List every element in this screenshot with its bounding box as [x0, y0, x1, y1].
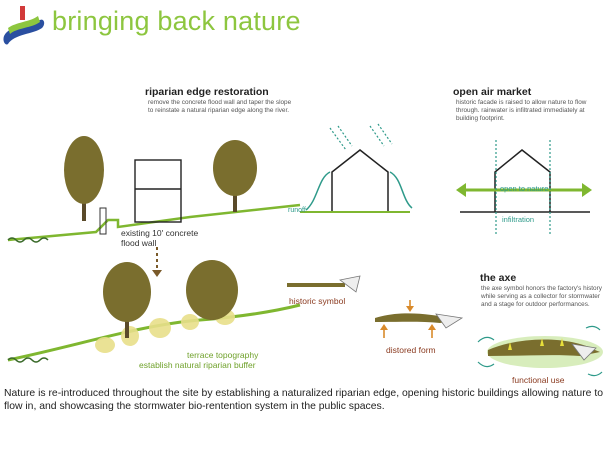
buffer-label-1: terrace topography — [187, 350, 259, 360]
infiltration-label: infiltration — [502, 215, 535, 224]
footer-description: Nature is re-introduced throughout the s… — [4, 388, 603, 412]
functional-axe-icon — [477, 325, 603, 377]
building-runoff-diagram — [300, 123, 413, 213]
historic-symbol-label: historic symbol — [289, 296, 346, 306]
tree-icon — [103, 262, 151, 338]
water-wave-icon — [7, 237, 49, 243]
distorted-form-label: distored form — [386, 345, 436, 355]
building-outline-icon — [134, 159, 182, 223]
open-market-diagram — [456, 140, 592, 236]
distorted-axe-icon — [375, 300, 464, 338]
axe-heading: the axe — [480, 272, 517, 284]
page-title: bringing back nature — [52, 6, 301, 36]
infiltration-icon — [495, 140, 551, 236]
riparian-before-scene — [7, 136, 301, 243]
market-description: historic facade is raised to allow natur… — [456, 99, 587, 122]
riparian-heading: riparian edge restoration — [145, 86, 269, 98]
plant-icon — [508, 338, 564, 350]
tree-icon — [64, 136, 104, 221]
building-outline-icon — [331, 149, 389, 212]
axe-description: the axe symbol honors the factory's hist… — [481, 285, 602, 308]
buffer-label-2: establish natural riparian buffer — [139, 360, 256, 370]
riparian-after-scene — [7, 260, 301, 363]
market-heading: open air market — [453, 86, 532, 98]
runoff-arrow-icon — [305, 171, 331, 211]
building-outline-icon — [494, 149, 551, 212]
flow-arrow-icon — [477, 325, 603, 377]
runoff-label: runoff — [288, 207, 306, 214]
flood-wall-label-2: flood wall — [121, 238, 157, 248]
logo-icon — [3, 6, 45, 45]
functional-use-label: functional use — [512, 375, 565, 385]
water-wave-icon — [7, 357, 49, 363]
open-label: open to nature — [500, 184, 549, 193]
down-arrow-icon — [152, 247, 162, 277]
runoff-arrow-icon — [389, 171, 413, 209]
riparian-description: remove the concrete flood wall and taper… — [148, 99, 292, 114]
tree-icon — [213, 140, 257, 212]
flood-wall-label-1: existing 10' concrete — [121, 228, 199, 238]
rain-icon — [329, 123, 393, 151]
flood-wall-icon — [99, 207, 107, 235]
historic-axe-icon — [287, 275, 361, 293]
tree-icon — [186, 260, 238, 320]
